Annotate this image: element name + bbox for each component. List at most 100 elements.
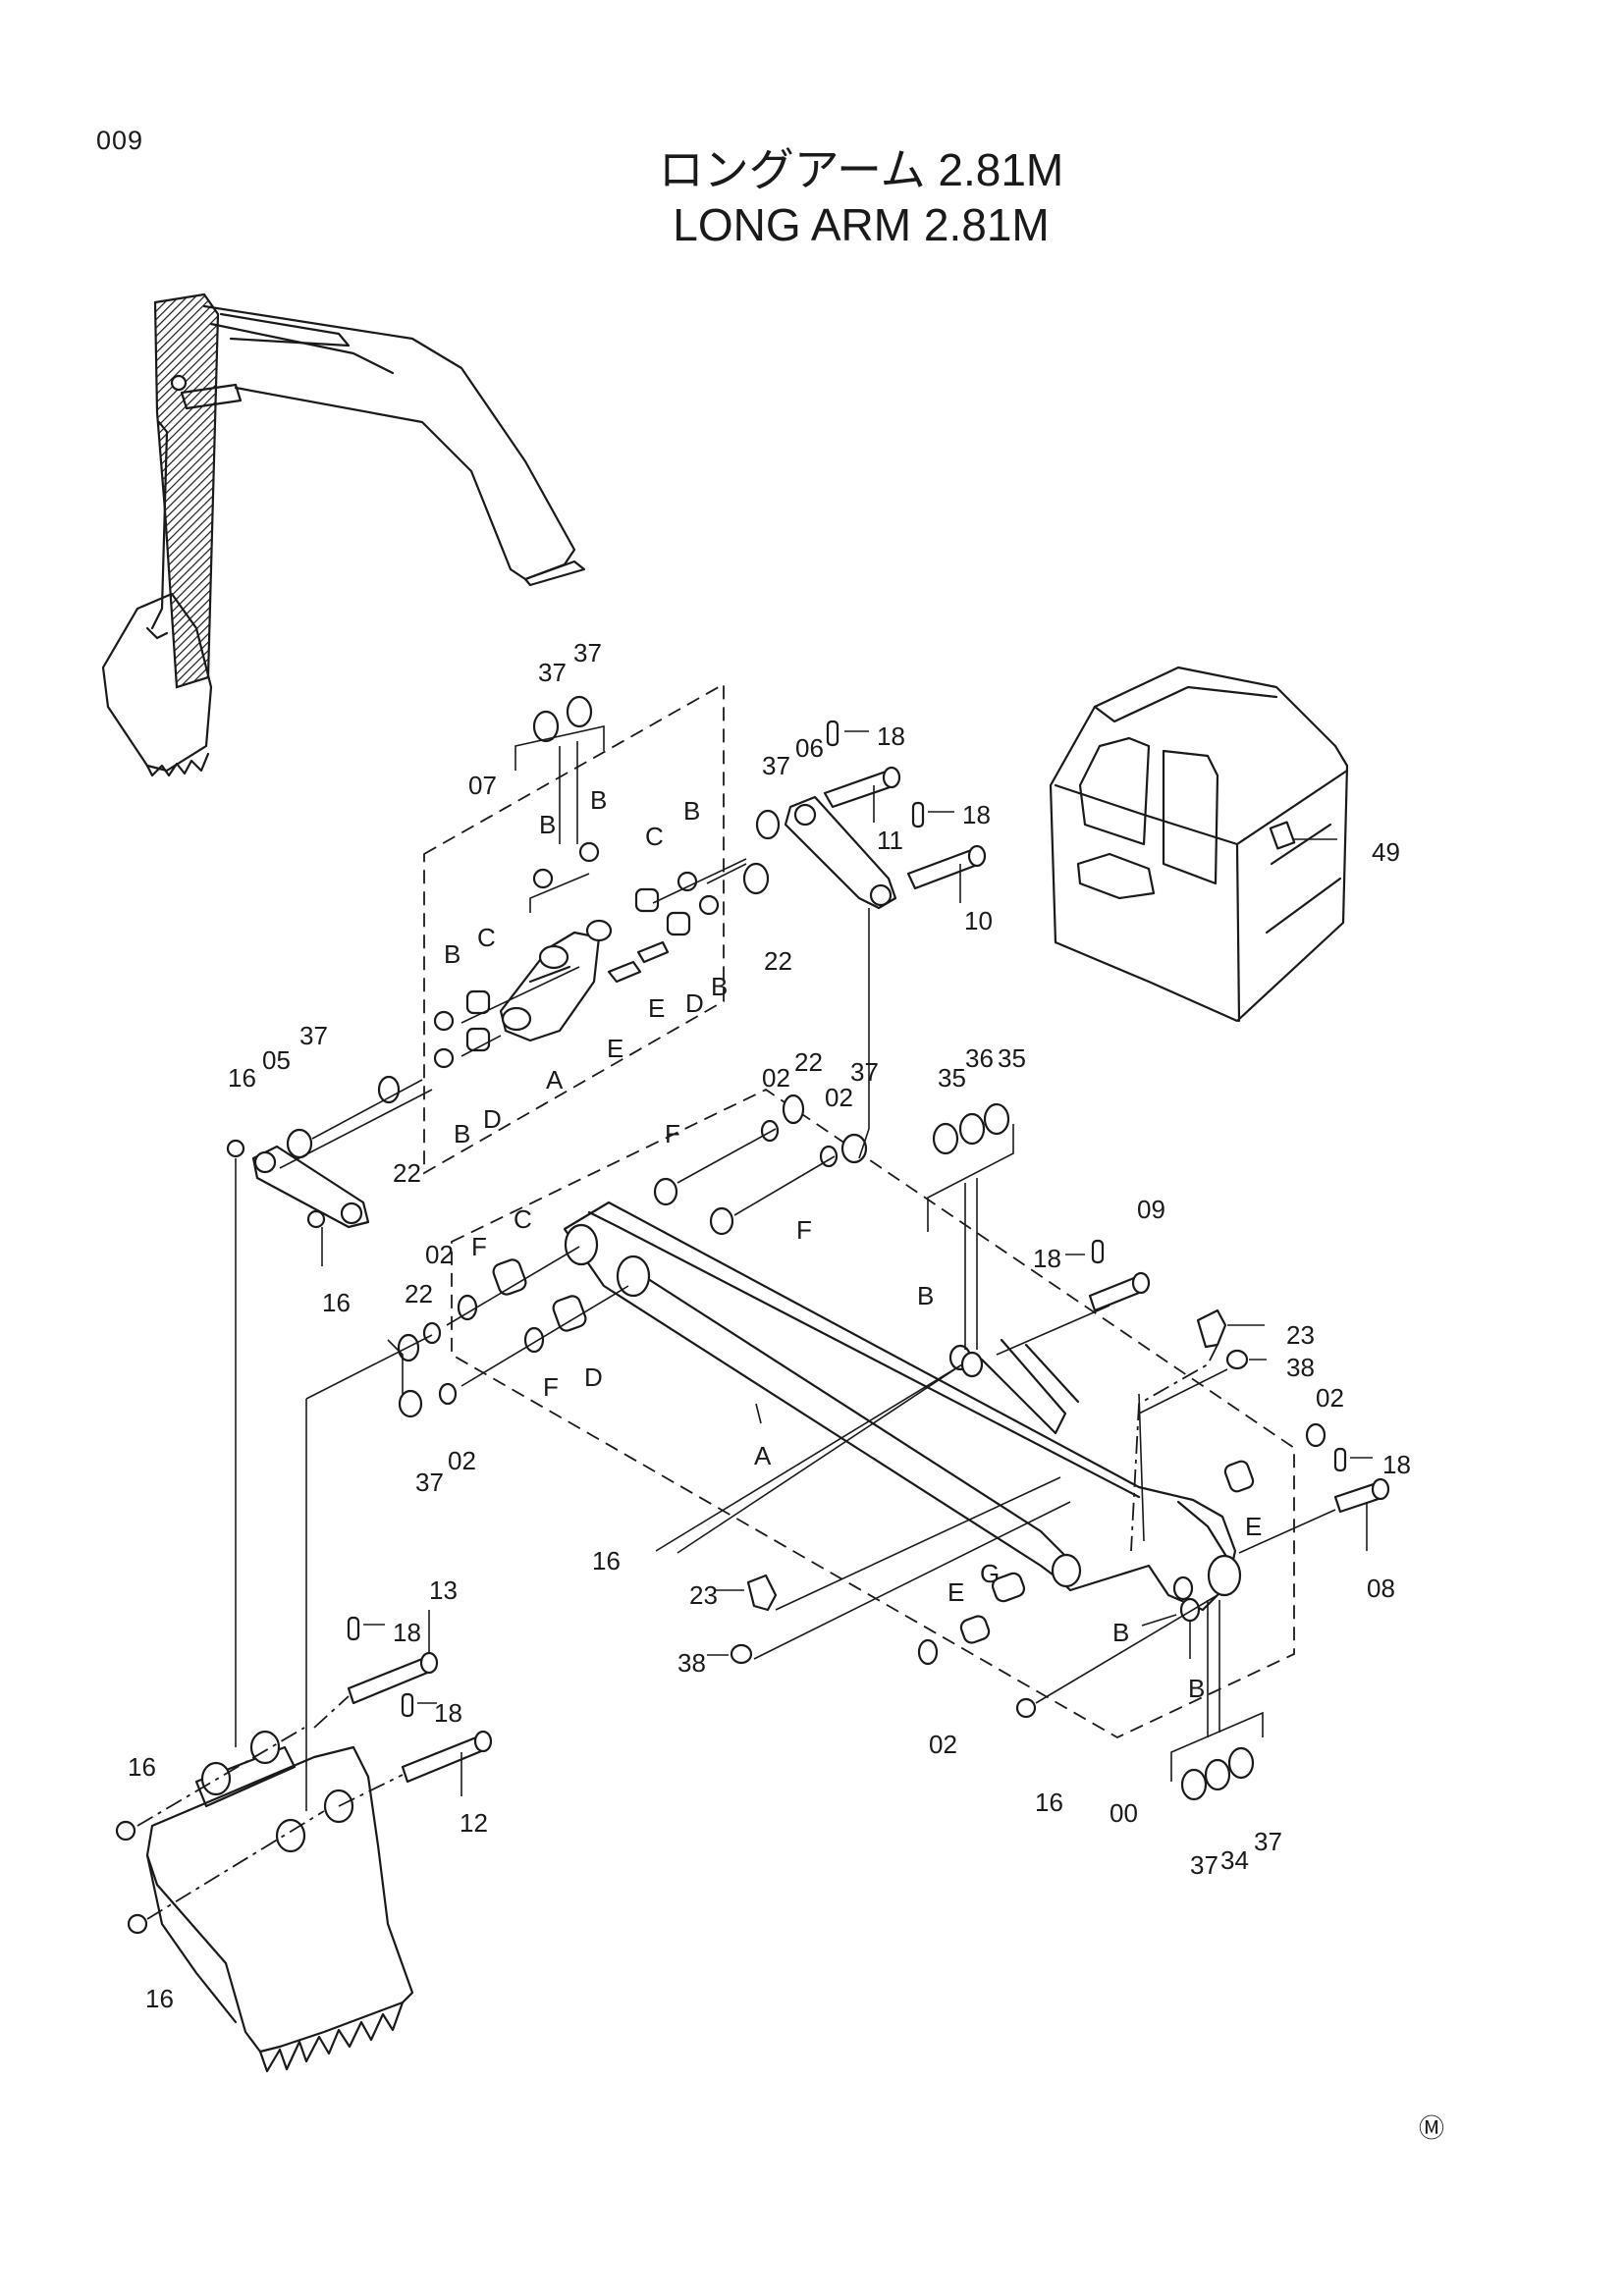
callout-16: 16 (1035, 1788, 1063, 1817)
callout-22: 22 (405, 1279, 433, 1308)
callout-09: 09 (1137, 1195, 1165, 1224)
callout-37: 37 (538, 658, 567, 687)
callout-37: 37 (762, 751, 790, 780)
arm-body (563, 1201, 1242, 1612)
manufacturer-mark: Ⓜ (1419, 2113, 1445, 2143)
callout-35: 35 (938, 1063, 966, 1093)
callout-37: 37 (850, 1057, 879, 1087)
callout-02: 02 (448, 1446, 476, 1475)
callout-37: 37 (1190, 1850, 1218, 1880)
washers-35-36 (927, 1102, 1014, 1350)
callout-22: 22 (794, 1047, 823, 1077)
callout-18: 18 (1033, 1244, 1061, 1273)
bucket-link-parts (433, 841, 747, 1069)
callout-13: 13 (429, 1575, 458, 1605)
callout-36: 36 (965, 1043, 994, 1073)
callout-16: 16 (228, 1063, 256, 1093)
callout-18: 18 (1382, 1450, 1411, 1479)
callout-F: F (665, 1119, 680, 1148)
callout-B: B (1188, 1674, 1205, 1703)
callout-37: 37 (1254, 1827, 1282, 1856)
callout-E: E (648, 993, 665, 1023)
callout-D: D (584, 1362, 603, 1392)
callout-05: 05 (262, 1045, 291, 1075)
group-box-07 (423, 682, 725, 1175)
callout-16: 16 (592, 1546, 621, 1575)
callout-16: 16 (128, 1752, 156, 1782)
callout-18: 18 (434, 1698, 462, 1728)
callout-10: 10 (964, 906, 993, 935)
callout-22: 22 (393, 1158, 421, 1188)
callout-12: 12 (460, 1808, 488, 1838)
pins-11-10 (823, 720, 987, 903)
callout-06: 06 (795, 733, 824, 763)
cab-illustration (1049, 666, 1349, 1023)
callout-08: 08 (1367, 1574, 1395, 1603)
callout-11: 11 (877, 826, 903, 855)
callout-16: 16 (322, 1288, 351, 1317)
callout-D: D (483, 1104, 502, 1134)
pin-09 (996, 1239, 1151, 1356)
title-japanese: ロングアーム 2.81M (658, 144, 1064, 195)
callout-A: A (754, 1441, 772, 1470)
callout-02: 02 (929, 1730, 957, 1759)
grease-fitting-top (1130, 1308, 1267, 1552)
callout-C: C (645, 822, 664, 851)
callout-16: 16 (145, 1984, 174, 2013)
callout-18: 18 (393, 1618, 421, 1647)
callout-E: E (607, 1034, 623, 1063)
group-box-00 (451, 1088, 1295, 1739)
callout-B: B (711, 972, 728, 1001)
callout-B: B (454, 1119, 470, 1148)
callout-C: C (514, 1204, 532, 1234)
callout-B: B (917, 1281, 934, 1310)
callout-00: 00 (1110, 1798, 1138, 1828)
washers-37-top (514, 695, 605, 913)
callout-37: 37 (299, 1021, 328, 1050)
callout-G: G (980, 1559, 1000, 1588)
callout-07: 07 (468, 771, 497, 800)
callout-B: B (683, 796, 700, 826)
callout-02: 02 (425, 1240, 454, 1269)
callout-02: 02 (762, 1063, 790, 1093)
callout-02: 02 (825, 1083, 853, 1112)
callout-35: 35 (998, 1043, 1026, 1073)
callout-38: 38 (677, 1648, 706, 1678)
callout-B: B (539, 810, 556, 839)
link-06 (706, 795, 897, 1129)
callout-F: F (796, 1215, 812, 1245)
callout-34: 34 (1220, 1845, 1249, 1875)
callout-F: F (471, 1232, 487, 1261)
title-english: LONG ARM 2.81M (673, 199, 1050, 250)
callout-B: B (590, 785, 607, 815)
callout-E: E (1245, 1512, 1262, 1541)
callout-F: F (543, 1372, 559, 1402)
page-number: 009 (96, 126, 144, 155)
arm-bushings (397, 1094, 868, 1418)
arm-end-parts (917, 1422, 1390, 1719)
callout-C: C (477, 923, 496, 952)
callout-B: B (444, 939, 460, 969)
callout-B: B (1112, 1618, 1129, 1647)
callout-18: 18 (962, 800, 991, 829)
callout-D: D (685, 988, 704, 1018)
callout-23: 23 (689, 1580, 718, 1610)
callout-A: A (546, 1065, 564, 1095)
callout-49: 49 (1372, 837, 1400, 867)
bucket-illustration (115, 1610, 493, 2073)
callout-37: 37 (415, 1468, 444, 1497)
callout-22: 22 (764, 946, 792, 976)
excavator-overview (101, 293, 586, 777)
callout-E: E (947, 1577, 964, 1607)
washers-37-34-bottom (1170, 1600, 1264, 1801)
callout-23: 23 (1286, 1320, 1315, 1350)
callout-38: 38 (1286, 1353, 1315, 1382)
callout-18: 18 (877, 721, 905, 751)
grease-fitting-bottom (677, 1363, 1071, 1665)
callout-37: 37 (573, 638, 602, 667)
linkage-leader-lines (235, 1128, 963, 1811)
callout-02: 02 (1316, 1383, 1344, 1413)
link-05 (226, 1075, 433, 1266)
